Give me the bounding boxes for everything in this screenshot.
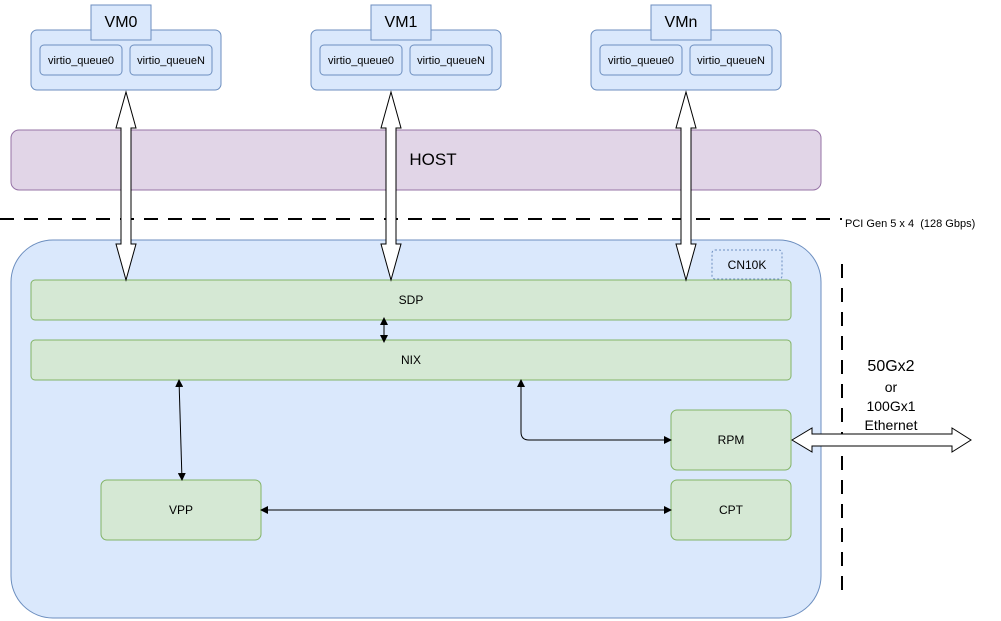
- queue-label: virtio_queueN: [417, 55, 485, 67]
- sdp-block: [30, 279, 792, 321]
- queue-box: [129, 44, 213, 76]
- nix-vpp-arrow: [175, 379, 186, 481]
- vm-title-box: [650, 4, 712, 41]
- vm1-sdp-arrow: [380, 90, 402, 282]
- nix-block: [30, 339, 792, 381]
- vpp-label: VPP: [169, 503, 193, 517]
- vm-title: VMn: [665, 14, 698, 31]
- cpt-label: CPT: [719, 503, 744, 517]
- queue-box: [409, 44, 493, 76]
- queue-label: virtio_queue0: [48, 55, 114, 67]
- queue-label: virtio_queue0: [328, 55, 394, 67]
- queue-box: [689, 44, 773, 76]
- vmn-sdp-arrow: [675, 90, 697, 282]
- vm-title-box: [370, 4, 432, 41]
- ethernet-label-line4: Ethernet: [865, 417, 918, 433]
- queue-label: virtio_queue0: [608, 55, 674, 67]
- vm-title-box: [90, 4, 152, 41]
- vm-group-1: VM1 virtio_queue0 virtio_queueN: [310, 4, 502, 91]
- queue-label: virtio_queueN: [697, 55, 765, 67]
- sdp-label: SDP: [399, 293, 424, 307]
- rpm-label: RPM: [718, 433, 745, 447]
- nix-rpm-arrow: [517, 379, 672, 444]
- vm0-sdp-arrow: [115, 90, 137, 282]
- cn10k-label: CN10K: [728, 258, 767, 272]
- vm-title: VM0: [105, 14, 138, 31]
- rpm-ethernet-arrow: [791, 427, 972, 453]
- queue-box: [319, 44, 403, 76]
- queue-box: [599, 44, 683, 76]
- ethernet-label-line3: 100Gx1: [866, 398, 915, 414]
- vm-group-0: VM0 virtio_queue0 virtio_queueN: [30, 4, 222, 91]
- queue-box: [39, 44, 123, 76]
- pci-label: PCI Gen 5 x 4 (128 Gbps): [845, 218, 975, 230]
- ethernet-label-line1: 50Gx2: [867, 358, 914, 375]
- vm-title: VM1: [385, 14, 418, 31]
- vm-group-n: VMn virtio_queue0 virtio_queueN: [590, 4, 782, 91]
- cn10k-label-box: [711, 249, 783, 280]
- queue-label: virtio_queueN: [137, 55, 205, 67]
- ethernet-label-line2: or: [885, 379, 898, 395]
- nix-label: NIX: [401, 353, 421, 367]
- host-box: [10, 129, 822, 191]
- host-label: HOST: [409, 150, 456, 169]
